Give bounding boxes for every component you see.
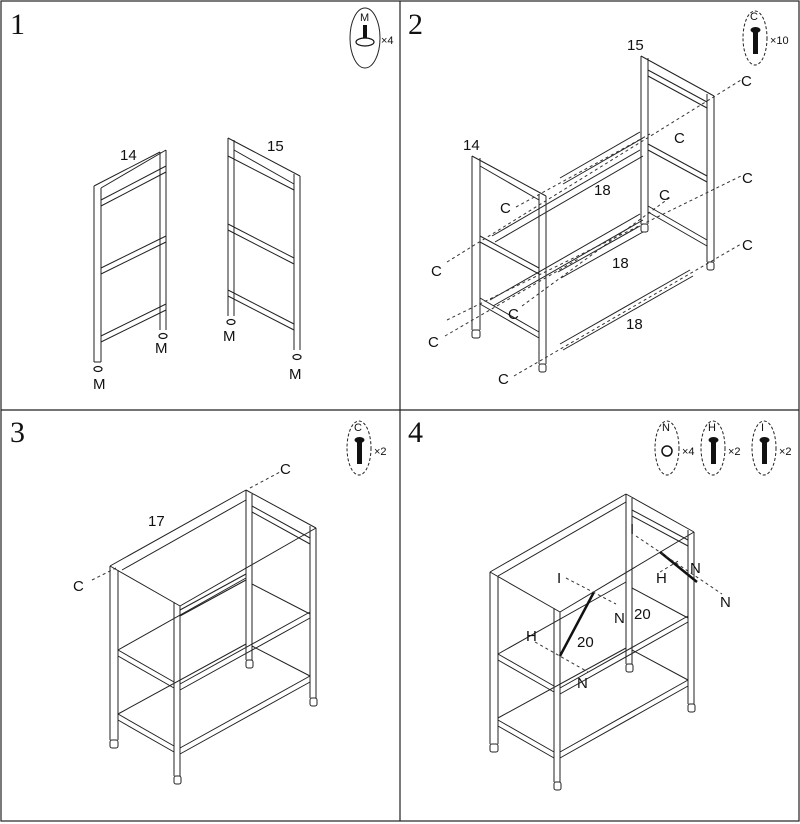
callout-n-2: N bbox=[577, 675, 588, 692]
part-label-14: 14 bbox=[463, 137, 480, 154]
hardware-h-qty: ×2 bbox=[728, 446, 741, 458]
part-label-14: 14 bbox=[120, 147, 137, 164]
callout-c-8: C bbox=[508, 306, 519, 323]
step-1-number: 1 bbox=[10, 8, 25, 41]
rail-label-18-bottom: 18 bbox=[626, 316, 643, 333]
callout-n-3: N bbox=[690, 560, 701, 577]
callout-c-2: C bbox=[280, 461, 291, 478]
hardware-i-icon: I ×2 bbox=[751, 420, 792, 476]
callout-c-3: C bbox=[742, 170, 753, 187]
step-4-panel: 4 N ×4 H ×2 I ×2 bbox=[408, 416, 792, 791]
bolt-guide-lines bbox=[534, 535, 723, 673]
step-1-panel: 1 M ×4 14 bbox=[10, 7, 394, 393]
hardware-c-letter: C bbox=[354, 422, 362, 434]
frame-feet bbox=[489, 663, 696, 791]
callout-m-3: M bbox=[223, 328, 236, 345]
callout-c-7: C bbox=[431, 263, 442, 280]
screw-guide-lines bbox=[91, 471, 281, 581]
callout-i-1: I bbox=[557, 570, 561, 587]
frame-feet bbox=[109, 659, 318, 785]
step-3-panel: 3 C ×2 bbox=[10, 416, 387, 785]
step-3-number: 3 bbox=[10, 416, 25, 449]
right-frame-15 bbox=[640, 55, 715, 262]
left-frame-14 bbox=[471, 155, 547, 364]
assembled-shelf-frame bbox=[109, 489, 317, 776]
hardware-c-letter: C bbox=[750, 11, 758, 23]
callout-c-9: C bbox=[428, 334, 439, 351]
brace-label-20-right: 20 bbox=[634, 606, 651, 623]
callout-n-4: N bbox=[720, 594, 731, 611]
callout-c-1: C bbox=[73, 578, 84, 595]
hardware-c-qty: ×10 bbox=[770, 35, 789, 47]
hardware-h-icon: H ×2 bbox=[700, 420, 741, 476]
hardware-m-qty: ×4 bbox=[381, 35, 394, 47]
callout-c-1: C bbox=[741, 73, 752, 90]
hardware-m-letter: M bbox=[360, 12, 369, 24]
step-2-number: 2 bbox=[408, 8, 423, 41]
step-2-panel: 2 C ×10 14 bbox=[408, 8, 789, 388]
hardware-c-icon: C ×10 bbox=[742, 10, 789, 66]
hardware-c-icon: C ×2 bbox=[346, 420, 387, 476]
hardware-n-letter: N bbox=[662, 422, 670, 434]
part-label-15: 15 bbox=[627, 37, 644, 54]
rail-label-18-top: 18 bbox=[594, 182, 611, 199]
callout-m-1: M bbox=[93, 376, 106, 393]
callout-m-4: M bbox=[289, 366, 302, 383]
hardware-n-icon: N ×4 bbox=[654, 420, 695, 476]
step-4-number: 4 bbox=[408, 416, 423, 449]
hardware-n-qty: ×4 bbox=[682, 446, 695, 458]
callout-c-2: C bbox=[674, 130, 685, 147]
cross-rails-18 bbox=[489, 131, 694, 351]
callout-c-4: C bbox=[659, 187, 670, 204]
callout-c-6: C bbox=[500, 200, 511, 217]
callout-n-1: N bbox=[614, 610, 625, 627]
rail-label-18-middle: 18 bbox=[612, 255, 629, 272]
callout-m-2: M bbox=[155, 340, 168, 357]
foot-m-icons bbox=[93, 318, 302, 373]
screw-guide-lines bbox=[444, 79, 742, 377]
callout-c-10: C bbox=[498, 371, 509, 388]
hardware-i-qty: ×2 bbox=[779, 446, 792, 458]
hardware-h-letter: H bbox=[708, 422, 716, 434]
rail-label-17: 17 bbox=[148, 513, 165, 530]
hardware-m-icon: M ×4 bbox=[349, 7, 394, 69]
brace-label-20-left: 20 bbox=[577, 634, 594, 651]
diagonal-braces-20 bbox=[558, 551, 698, 657]
assembled-shelf-frame bbox=[489, 493, 695, 782]
frame-feet bbox=[471, 223, 715, 373]
callout-i-2: I bbox=[630, 521, 634, 538]
callout-h-1: H bbox=[526, 628, 537, 645]
part-label-15: 15 bbox=[267, 138, 284, 155]
hardware-c-qty: ×2 bbox=[374, 446, 387, 458]
hardware-i-letter: I bbox=[761, 422, 764, 434]
callout-c-5: C bbox=[742, 237, 753, 254]
right-frame-15 bbox=[227, 137, 301, 350]
left-frame-14 bbox=[93, 149, 167, 363]
callout-h-2: H bbox=[656, 570, 667, 587]
